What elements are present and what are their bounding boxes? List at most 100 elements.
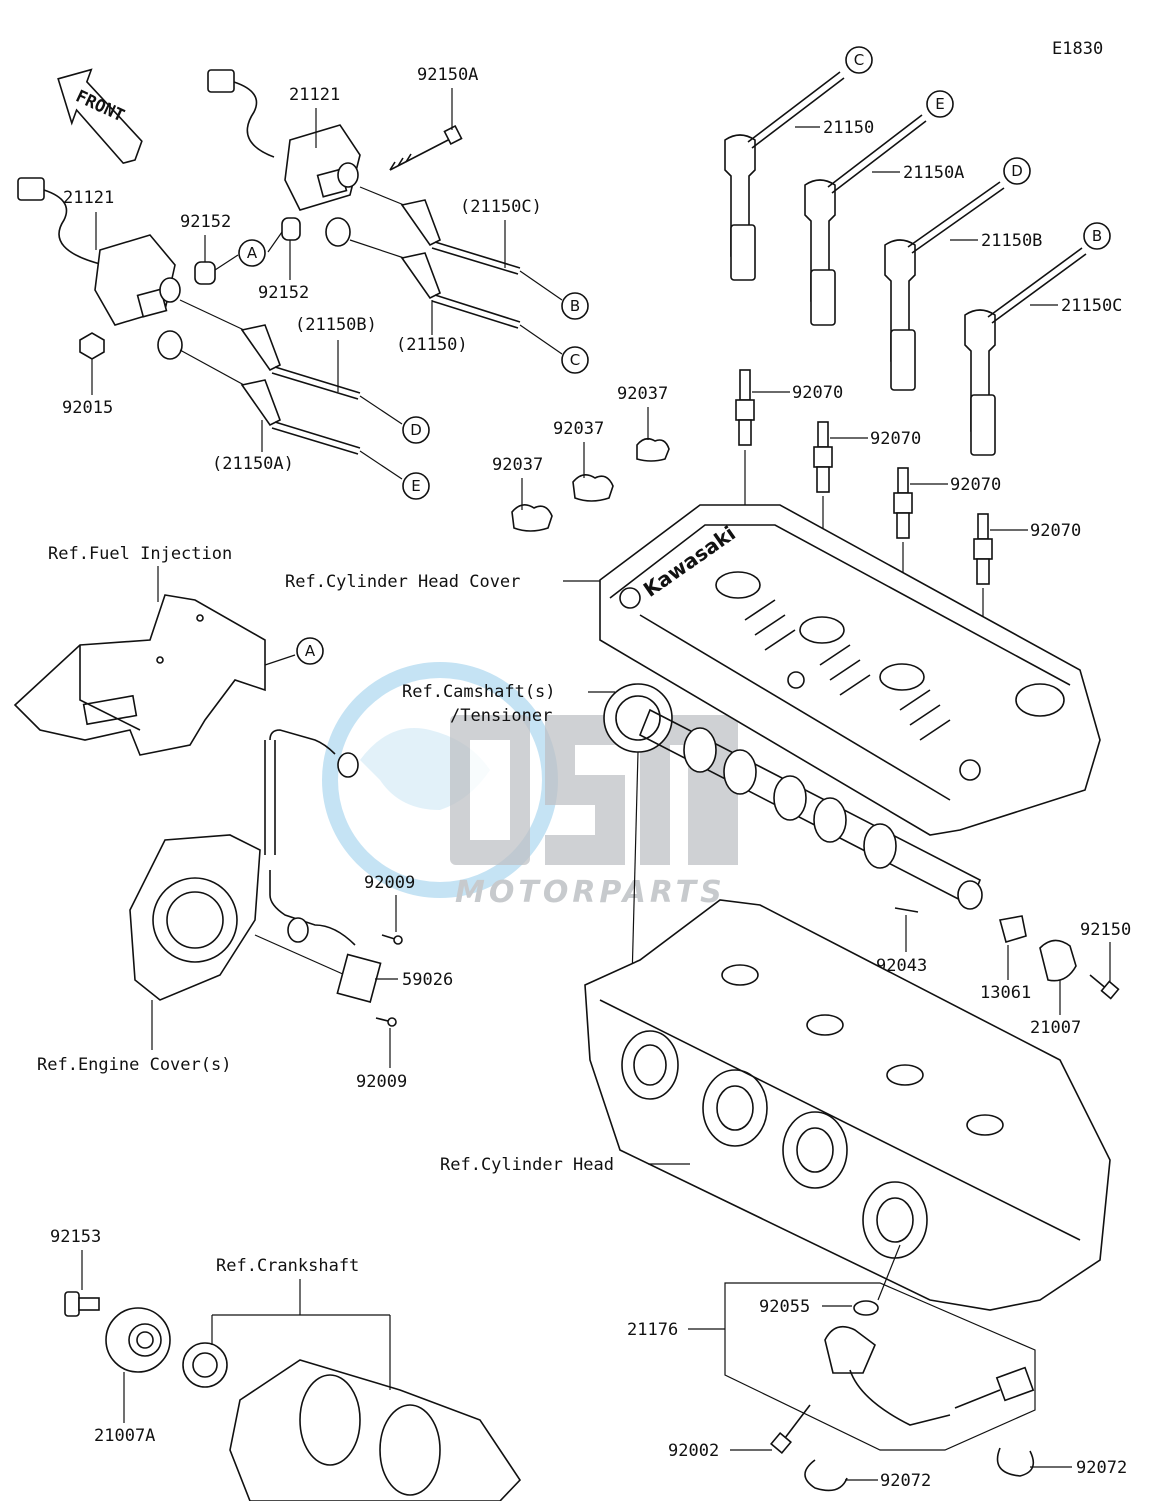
svg-text:D: D [410, 421, 422, 439]
label-21150C: 21150C [1061, 296, 1122, 316]
label-92037-b: 92037 [553, 419, 604, 439]
label-21150: 21150 [823, 118, 874, 138]
svg-text:C: C [570, 351, 580, 369]
svg-text:D: D [1011, 162, 1023, 180]
clamp-92072-b [996, 1447, 1035, 1477]
label-21150B: 21150B [981, 231, 1042, 251]
svg-text:C: C [854, 51, 864, 69]
svg-text:B: B [570, 297, 580, 315]
pin-92043 [894, 907, 919, 913]
plug-cap-21150B [884, 181, 1005, 391]
callout-D-2: D [1003, 157, 1031, 185]
watermark-subtext: MOTORPARTS [455, 875, 726, 910]
rotor-21007 [1039, 939, 1077, 982]
svg-text:A: A [305, 642, 316, 660]
callout-D-1: D [402, 416, 430, 444]
bolt-92153 [64, 1291, 100, 1317]
ref-camshaft: Ref.Camshaft(s) [402, 682, 556, 702]
callout-E-2: E [926, 90, 954, 118]
label-92152-a: 92152 [180, 212, 231, 232]
label-92153: 92153 [50, 1227, 101, 1247]
callout-E-1: E [402, 472, 430, 500]
label-92070-c: 92070 [950, 475, 1001, 495]
label-92072-a: 92072 [880, 1471, 931, 1491]
label-21176: 21176 [627, 1320, 678, 1340]
ref-cylinder-head-cover: Ref.Cylinder Head Cover [285, 572, 520, 592]
clamp-92072-a [804, 1459, 848, 1492]
bolt-92002 [770, 1404, 811, 1454]
svg-text:A: A [247, 244, 258, 262]
label-21150A-paren: (21150A) [212, 454, 294, 474]
ref-fuel-injection: Ref.Fuel Injection [48, 544, 232, 564]
label-92037-a: 92037 [492, 455, 543, 475]
label-21007: 21007 [1030, 1018, 1081, 1038]
plug-cap-21150A [804, 114, 927, 326]
sensor-harness-upper [264, 729, 359, 855]
diagram-code: E1830 [1052, 39, 1103, 59]
callout-B-1: B [561, 292, 589, 320]
label-92072-b: 92072 [1076, 1458, 1127, 1478]
cylinder-head-cover: Kawasaki [599, 504, 1101, 836]
callout-B-2: B [1083, 222, 1111, 250]
ref-cylinder-head: Ref.Cylinder Head [440, 1155, 614, 1175]
fuel-injection-bracket [13, 594, 266, 756]
bushing-13061 [998, 915, 1027, 944]
screw-92009-a [381, 934, 403, 945]
label-21121-top: 21121 [289, 85, 340, 105]
label-92009-b: 92009 [356, 1072, 407, 1092]
spark-plug-92070-a [735, 369, 755, 570]
svg-text:E: E [411, 477, 420, 495]
crankshaft [182, 1342, 522, 1501]
callout-C-1: C [561, 346, 589, 374]
clamp-92037-c [636, 437, 670, 462]
callout-A-2: A [296, 637, 324, 665]
label-92015: 92015 [62, 398, 113, 418]
label-92009-a: 92009 [364, 873, 415, 893]
spark-plug-92070-b [813, 421, 833, 610]
bolt-92150A [389, 124, 463, 171]
label-92037-c: 92037 [617, 384, 668, 404]
cylinder-head [584, 899, 1111, 1311]
svg-text:E: E [935, 95, 944, 113]
callout-A-1: A [238, 239, 266, 267]
label-92070-d: 92070 [1030, 521, 1081, 541]
screw-92009-b [375, 1017, 397, 1027]
label-21150B-paren: (21150B) [295, 315, 377, 335]
label-92070-b: 92070 [870, 429, 921, 449]
label-92055: 92055 [759, 1297, 810, 1317]
label-92150: 92150 [1080, 920, 1131, 940]
label-21150-paren: (21150) [396, 335, 468, 355]
lead-21150C-left [400, 199, 563, 301]
watermark-globe [322, 662, 558, 898]
rotor-21007A [105, 1307, 171, 1373]
callout-C-2: C [845, 46, 873, 74]
plug-cap-21150C [964, 247, 1087, 456]
spark-plug-92070-d [973, 513, 993, 712]
sensor-59026 [269, 870, 382, 1003]
label-92070-a: 92070 [792, 383, 843, 403]
engine-cover [129, 834, 261, 1001]
ref-crankshaft: Ref.Crankshaft [216, 1256, 359, 1276]
ignition-coil-top [207, 69, 361, 247]
label-21007A: 21007A [94, 1426, 155, 1446]
ref-engine-cover: Ref.Engine Cover(s) [37, 1055, 231, 1075]
label-92150A: 92150A [417, 65, 478, 85]
label-21150C-paren: (21150C) [460, 197, 542, 217]
collar-92152-a [194, 261, 216, 285]
o-ring-92055 [853, 1300, 879, 1316]
lead-21150B-left [240, 324, 403, 425]
lead-21150-left [400, 252, 563, 355]
lead-21150A-left [240, 379, 403, 480]
ignition-coil-left [17, 177, 183, 360]
label-21150A: 21150A [903, 163, 964, 183]
camshaft [603, 683, 983, 910]
label-21121-left: 21121 [63, 188, 114, 208]
label-92152-b: 92152 [258, 283, 309, 303]
label-92002: 92002 [668, 1441, 719, 1461]
front-arrow: FRONT [57, 68, 143, 165]
svg-text:B: B [1092, 227, 1102, 245]
plug-cap-21150 [724, 71, 845, 281]
clamp-92037-b [572, 474, 614, 502]
cam-sensor-21176 [824, 1325, 1035, 1426]
